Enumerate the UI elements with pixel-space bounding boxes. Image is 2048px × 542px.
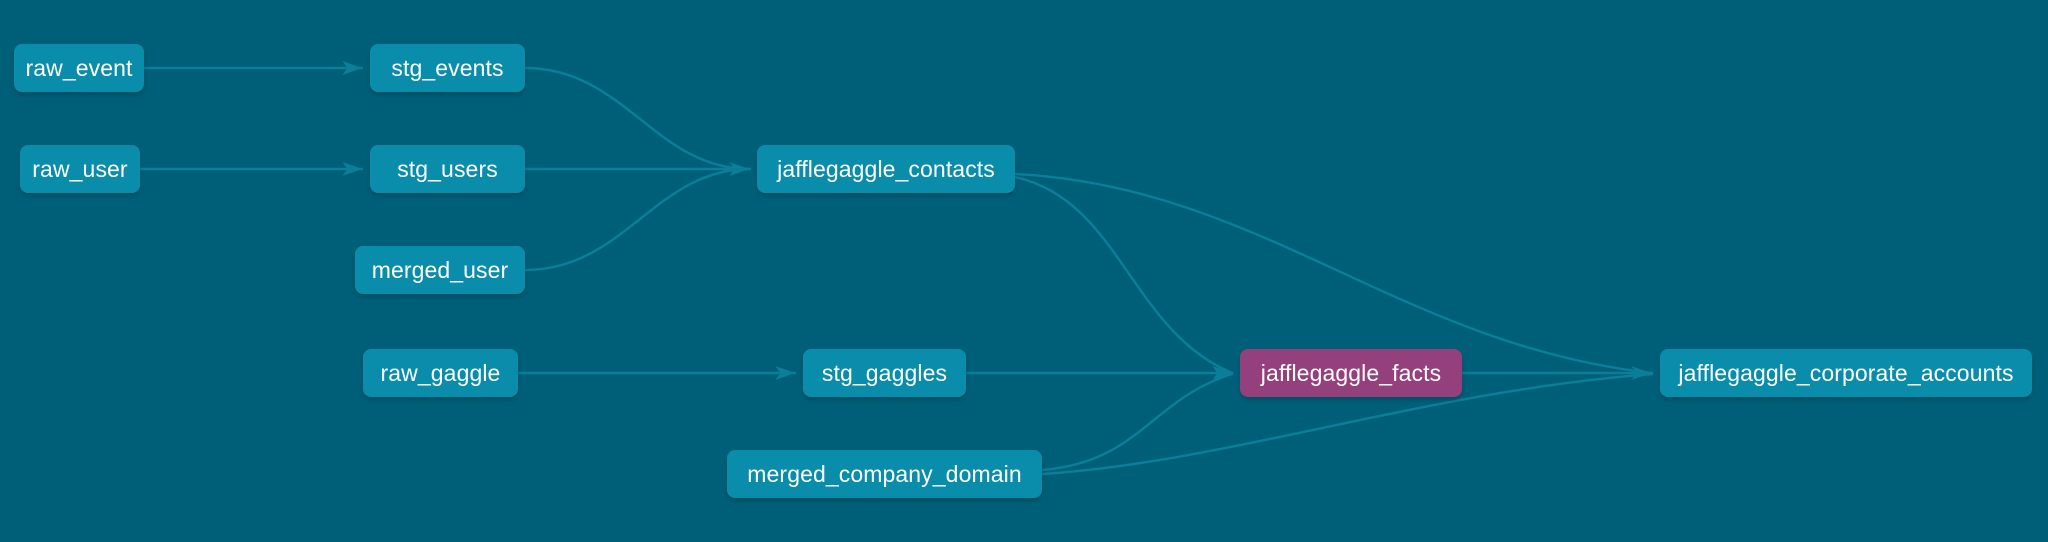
dag-node-label: jafflegaggle_corporate_accounts [1678,359,2014,386]
edge-merged_user-to-jafflegaggle_contacts [523,167,752,272]
edge-merged_company_domain-to-jafflegaggle_facts [1040,372,1234,472]
dag-node-label: merged_user [371,256,509,283]
dag-node-label: raw_user [32,155,128,182]
dag-node-merged_user[interactable]: merged_user [355,246,525,294]
edge-stg_events-to-jafflegaggle_contacts [523,66,752,171]
dag-node-label: raw_gaggle [380,359,501,386]
edge-jafflegaggle_contacts-to-jafflegaggle_facts [1013,175,1234,375]
dag-node-raw_event[interactable]: raw_event [14,44,144,92]
dag-node-label: jafflegaggle_facts [1260,359,1442,386]
dag-node-label: stg_events [391,54,504,81]
dag-node-label: merged_company_domain [747,460,1022,487]
dag-node-merged_company_domain[interactable]: merged_company_domain [727,450,1042,498]
edge-jafflegaggle_contacts-to-jafflegaggle_corporate_accounts [1013,172,1654,375]
dag-node-stg_gaggles[interactable]: stg_gaggles [803,349,966,397]
dag-node-label: jafflegaggle_contacts [777,155,995,182]
dag-node-label: raw_event [25,54,133,81]
dag-node-raw_gaggle[interactable]: raw_gaggle [363,349,518,397]
dag-node-jafflegaggle_corporate_accounts[interactable]: jafflegaggle_corporate_accounts [1660,349,2032,397]
dag-node-stg_events[interactable]: stg_events [370,44,525,92]
dag-node-jafflegaggle_contacts[interactable]: jafflegaggle_contacts [757,145,1015,193]
dag-node-label: stg_users [397,155,498,182]
dag-node-label: stg_gaggles [821,359,948,386]
dag-node-raw_user[interactable]: raw_user [20,145,140,193]
dag-node-jafflegaggle_facts[interactable]: jafflegaggle_facts [1240,349,1462,397]
dag-node-stg_users[interactable]: stg_users [370,145,525,193]
